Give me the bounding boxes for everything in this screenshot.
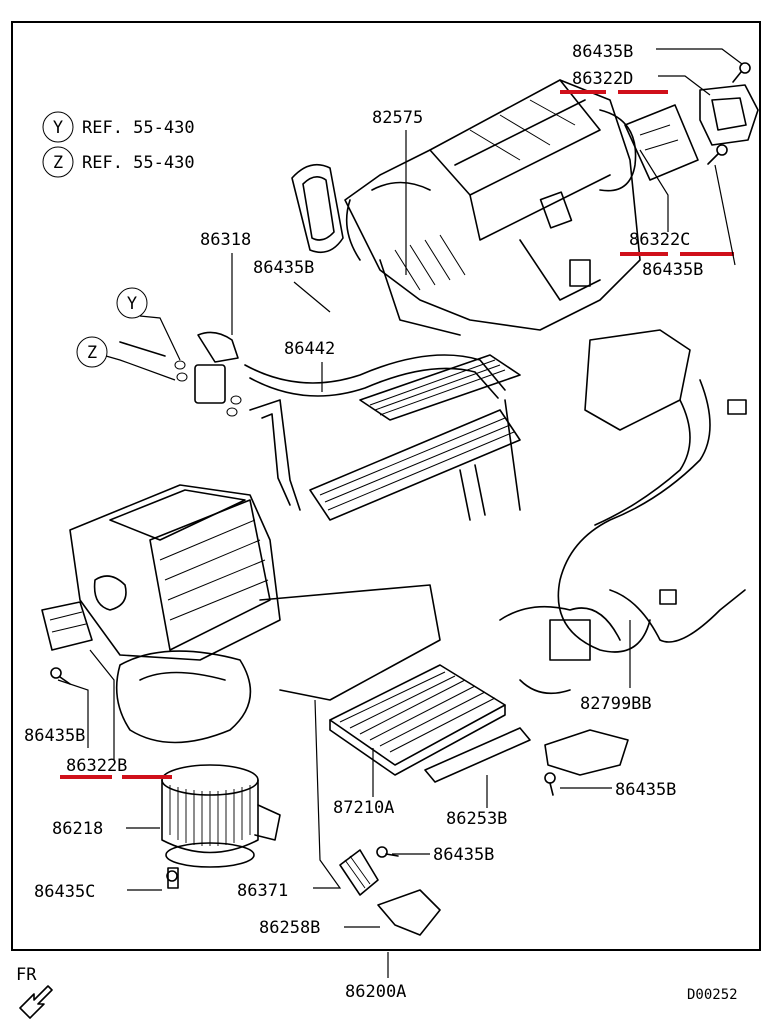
label-86322b: 86322B xyxy=(66,756,127,776)
ref-y: Y REF. 55-430 xyxy=(42,111,195,143)
label-86322c: 86322C xyxy=(629,230,690,250)
front-arrow-icon xyxy=(19,985,53,1019)
resistor-86371 xyxy=(339,849,379,896)
label-87210a: 87210A xyxy=(333,798,394,818)
evaporator-core xyxy=(249,354,521,521)
heater-unit-upper xyxy=(344,79,641,336)
screw-lower-right xyxy=(544,772,556,796)
label-86435b-top: 86435B xyxy=(572,42,633,62)
label-86371: 86371 xyxy=(237,881,288,901)
label-86435b-lowright: 86435B xyxy=(615,780,676,800)
label-86435b-lowleft: 86435B xyxy=(24,726,85,746)
front-direction-indicator: FR xyxy=(16,965,53,1019)
label-82575: 82575 xyxy=(372,108,423,128)
label-86218: 86218 xyxy=(52,819,103,839)
blower-motor xyxy=(161,764,281,889)
diagram-frame xyxy=(11,21,761,951)
part-labels: 86435B 86322D 82575 86318 86435B 86322C … xyxy=(24,42,703,1002)
screw-bottom xyxy=(376,846,399,858)
label-86200a: 86200A xyxy=(345,982,406,1002)
fr-label: FR xyxy=(16,965,37,985)
label-86435b-right: 86435B xyxy=(642,260,703,280)
foam-gasket xyxy=(291,163,344,254)
ref-z-text: REF. 55-430 xyxy=(82,153,195,173)
callout-z-small: Z xyxy=(76,336,176,381)
screw-left xyxy=(50,667,71,685)
label-86322d: 86322D xyxy=(572,69,633,89)
diagram-code: D00252 xyxy=(687,987,738,1003)
label-82799bb: 82799BB xyxy=(580,694,652,714)
label-86318: 86318 xyxy=(200,230,251,250)
label-86435b-bottom: 86435B xyxy=(433,845,494,865)
highlight-bars xyxy=(60,90,734,779)
actuator-86322d xyxy=(624,84,759,181)
hose-86442 xyxy=(244,354,506,399)
air-filter xyxy=(329,664,506,776)
screw-top-right xyxy=(707,62,751,165)
bracket-86258b xyxy=(377,889,441,936)
filter-cover xyxy=(424,727,531,783)
leader-lines xyxy=(57,48,743,978)
label-86435b-left: 86435B xyxy=(253,258,314,278)
callout-z-letter: Z xyxy=(87,343,97,363)
label-86435c: 86435C xyxy=(34,882,95,902)
callout-y-letter: Y xyxy=(127,294,137,314)
expansion-valve xyxy=(119,331,242,417)
callout-y-small: Y xyxy=(116,287,181,361)
label-86258b: 86258B xyxy=(259,918,320,938)
actuator-86322b xyxy=(41,601,93,651)
wire-harness xyxy=(499,329,747,695)
label-86442: 86442 xyxy=(284,339,335,359)
screw-86435c xyxy=(166,870,178,882)
blower-housing xyxy=(69,484,441,744)
ref-y-text: REF. 55-430 xyxy=(82,118,195,138)
ref-z: Z REF. 55-430 xyxy=(42,146,195,178)
label-86253b: 86253B xyxy=(446,809,507,829)
ref-y-letter: Y xyxy=(53,118,63,138)
duct-lower-right xyxy=(544,729,629,776)
ref-z-letter: Z xyxy=(53,153,63,173)
